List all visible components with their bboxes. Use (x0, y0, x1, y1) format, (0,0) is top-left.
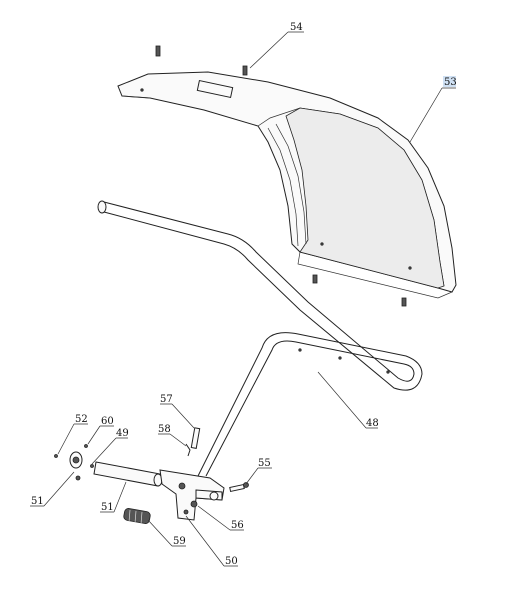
label-56: 56 (231, 520, 244, 531)
label-58: 58 (158, 424, 171, 435)
screw-part-54 (155, 45, 407, 307)
label-55: 55 (258, 458, 271, 469)
label-54: 54 (290, 22, 303, 33)
label-51-left: 51 (31, 496, 44, 507)
leader-lines (30, 31, 456, 567)
pin-part-57 (190, 427, 201, 449)
label-48: 48 (366, 418, 379, 429)
clip-part-58 (185, 443, 191, 457)
callout-labels: 54 53 48 57 58 52 60 49 55 51 51 56 59 5… (31, 22, 457, 567)
label-57: 57 (160, 394, 173, 405)
nut-part-56 (190, 500, 198, 508)
label-53: 53 (444, 77, 457, 88)
label-59: 59 (173, 536, 186, 547)
bolt-part-55 (229, 482, 249, 493)
label-53-highlight (443, 76, 456, 87)
label-50: 50 (225, 556, 238, 567)
label-60: 60 (101, 416, 114, 427)
axle-part-51 (54, 444, 163, 487)
fender-part-53 (117, 71, 457, 299)
label-52: 52 (75, 414, 88, 425)
bracket-part-50 (159, 469, 225, 521)
label-49: 49 (116, 428, 129, 439)
grip-part-59 (123, 508, 151, 525)
handle-tube-part-48 (97, 200, 423, 477)
label-51-shaft: 51 (101, 502, 114, 513)
